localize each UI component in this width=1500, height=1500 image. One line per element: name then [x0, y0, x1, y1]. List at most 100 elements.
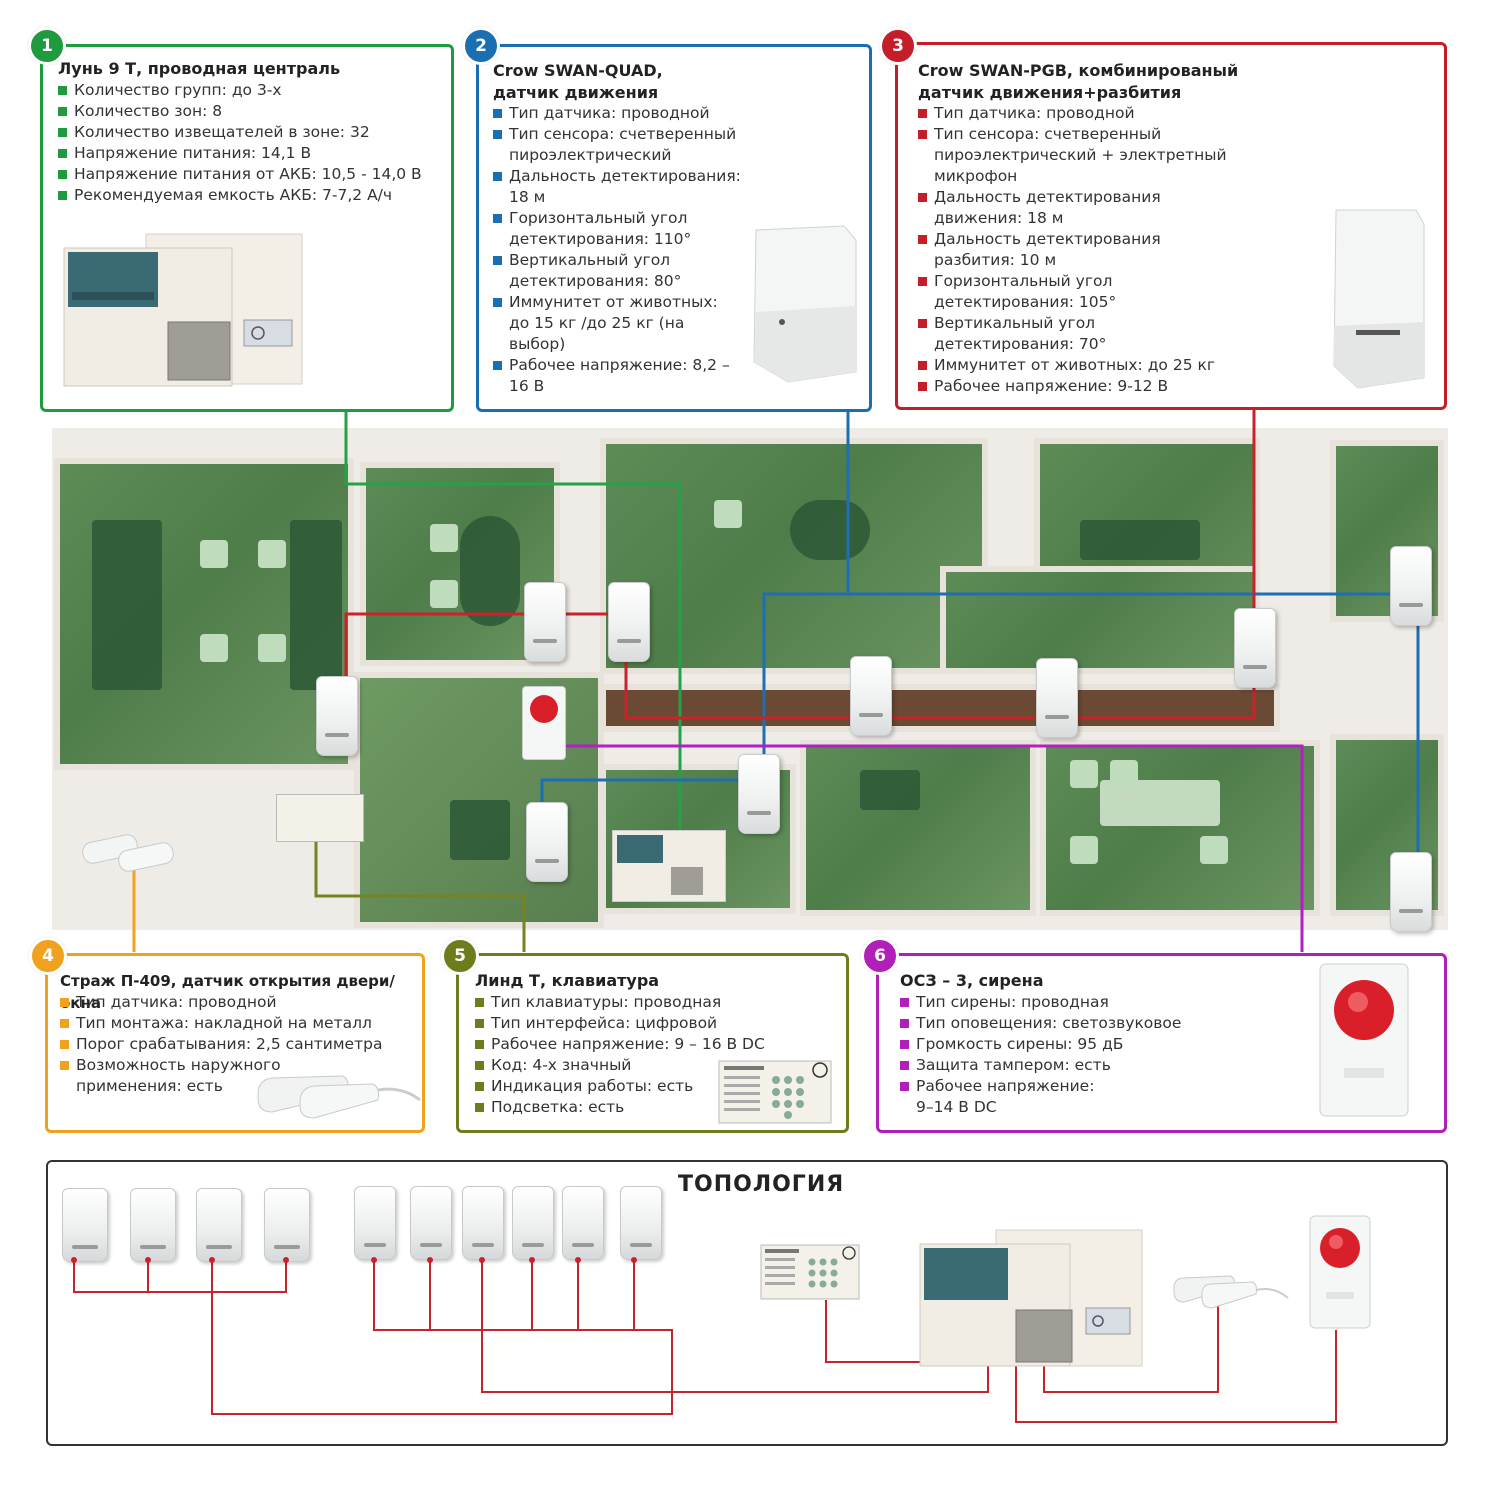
connection-point	[479, 1257, 485, 1263]
connection-point	[371, 1257, 377, 1263]
motion-sensor-icon[interactable]	[620, 1186, 662, 1260]
card-5-item: Тип клавиатуры: проводная	[475, 992, 795, 1013]
connection-point	[427, 1257, 433, 1263]
motion-sensor-icon[interactable]	[524, 582, 566, 662]
card-6-item: Тип сирены: проводная	[900, 992, 1200, 1013]
wire-green	[344, 412, 682, 852]
connection-point	[145, 1257, 151, 1263]
card-1-list: Количество групп: до 3-х Количество зон:…	[58, 80, 448, 206]
card-4-item: Тип монтажа: накладной на металл	[60, 1013, 400, 1034]
connection-point	[283, 1257, 289, 1263]
motion-sensor-icon[interactable]	[462, 1186, 504, 1260]
card-1-item: Количество зон: 8	[58, 101, 448, 122]
door-contact-icon[interactable]	[1170, 1270, 1290, 1310]
motion-sensor-icon[interactable]	[410, 1186, 452, 1260]
card-1-item: Напряжение питания от АКБ: 10,5 - 14,0 В	[58, 164, 448, 185]
motion-sensor-icon[interactable]	[526, 802, 568, 882]
motion-sensor-icon[interactable]	[608, 582, 650, 662]
card-3-item: Дальность детектирования движения: 18 м	[918, 187, 1238, 229]
card-2-item: Дальность детектирования: 18 м	[493, 166, 741, 208]
desk-row	[290, 520, 342, 690]
chair	[1110, 760, 1138, 788]
wire-olive	[314, 832, 526, 952]
motion-sensor-icon[interactable]	[264, 1188, 310, 1262]
door-contact-icon	[257, 1075, 421, 1119]
motion-sensor-icon[interactable]	[512, 1186, 554, 1260]
sofa	[450, 800, 510, 860]
keypad-icon[interactable]	[760, 1244, 860, 1300]
motion-sensor-icon[interactable]	[1234, 608, 1276, 688]
siren-icon[interactable]	[522, 686, 566, 760]
card-1-item: Рекомендуемая емкость АКБ: 7-7,2 А/ч	[58, 185, 448, 206]
topology-title: ТОПОЛОГИЯ	[678, 1172, 845, 1197]
control-panel-icon[interactable]	[918, 1228, 1144, 1368]
card-1-title: Лунь 9 Т, проводная централь	[58, 59, 341, 78]
badge-6: 6	[861, 937, 899, 975]
card-5-title: Линд Т, клавиатура	[475, 971, 660, 990]
card-4-title: Страж П-409, датчик открытия двери/окна	[60, 972, 395, 1012]
control-panel-icon[interactable]	[612, 830, 726, 902]
chair	[1070, 836, 1098, 864]
connection-point	[71, 1257, 77, 1263]
card-3-item: Дальность детектирования разбития: 10 м	[918, 229, 1238, 271]
chair	[430, 524, 458, 552]
card-4-item: Порог срабатывания: 2,5 сантиметра	[60, 1034, 400, 1055]
desk	[1080, 520, 1200, 560]
card-2-title: Crow SWAN-QUAD, датчик движения	[493, 61, 663, 102]
card-3-item: Вертикальный угол детектирования: 70°	[918, 313, 1238, 355]
chair	[1070, 760, 1098, 788]
wire-purple	[562, 744, 1304, 952]
card-4-item: Возможность наружного применения: есть	[60, 1055, 306, 1097]
desk	[790, 500, 870, 560]
siren-icon[interactable]	[1308, 1214, 1372, 1330]
card-2-item: Рабочее напряжение: 8,2 – 16 В	[493, 355, 741, 397]
keypad-icon[interactable]	[276, 794, 364, 842]
connection-point	[529, 1257, 535, 1263]
motion-sensor-icon[interactable]	[130, 1188, 176, 1262]
motion-sensor-icon[interactable]	[1390, 852, 1432, 932]
chair	[258, 634, 286, 662]
room-office-3b	[940, 566, 1260, 674]
card-2-item: Горизонтальный угол детектирования: 110°	[493, 208, 741, 250]
card-4-list: Тип датчика: проводной Тип монтажа: накл…	[60, 992, 400, 1097]
motion-sensor-icon[interactable]	[738, 754, 780, 834]
motion-sensor-icon[interactable]	[62, 1188, 108, 1262]
chair	[714, 500, 742, 528]
card-6-item: Громкость сирены: 95 дБ	[900, 1034, 1200, 1055]
motion-sensor-icon[interactable]	[196, 1188, 242, 1262]
card-6-list: Тип сирены: проводная Тип оповещения: св…	[900, 992, 1200, 1118]
badge-4: 4	[29, 937, 67, 975]
card-2-list: Тип датчика: проводной Тип сенсора: счет…	[493, 103, 741, 397]
card-6-item: Рабочее напряжение: 9–14 В DC	[900, 1076, 1106, 1118]
card-3-item: Тип сенсора: счетверенный пироэлектричес…	[918, 124, 1238, 187]
combo-sensor-icon	[1333, 209, 1425, 389]
card-5-item: Подсветка: есть	[475, 1097, 795, 1118]
chair	[1200, 836, 1228, 864]
card-3-item: Горизонтальный угол детектирования: 105°	[918, 271, 1238, 313]
meeting-table	[460, 516, 520, 626]
card-2-item: Тип датчика: проводной	[493, 103, 741, 124]
card-3-title: Crow SWAN-PGB, комбинированый датчик дви…	[918, 61, 1239, 102]
badge-2: 2	[462, 27, 500, 65]
motion-sensor-icon[interactable]	[1036, 658, 1078, 738]
motion-sensor-icon	[753, 225, 857, 383]
card-4-item: Тип датчика: проводной	[60, 992, 400, 1013]
card-6-title: ОСЗ – 3, сирена	[900, 971, 1044, 990]
keypad-icon	[718, 1060, 832, 1124]
motion-sensor-icon[interactable]	[354, 1186, 396, 1260]
motion-sensor-icon[interactable]	[1390, 546, 1432, 626]
motion-sensor-icon[interactable]	[562, 1186, 604, 1260]
card-3-item: Тип датчика: проводной	[918, 103, 1238, 124]
card-5-item: Тип интерфейса: цифровой	[475, 1013, 795, 1034]
card-1-item: Напряжение питания: 14,1 В	[58, 143, 448, 164]
card-5-item: Код: 4-х значный	[475, 1055, 795, 1076]
desk-row	[92, 520, 162, 690]
motion-sensor-icon[interactable]	[850, 656, 892, 736]
card-5-list: Тип клавиатуры: проводная Тип интерфейса…	[475, 992, 795, 1118]
motion-sensor-icon[interactable]	[316, 676, 358, 756]
desk	[860, 770, 920, 810]
badge-5: 5	[441, 937, 479, 975]
badge-1: 1	[28, 27, 66, 65]
card-2-item: Иммунитет от животных: до 15 кг /до 25 к…	[493, 292, 741, 355]
